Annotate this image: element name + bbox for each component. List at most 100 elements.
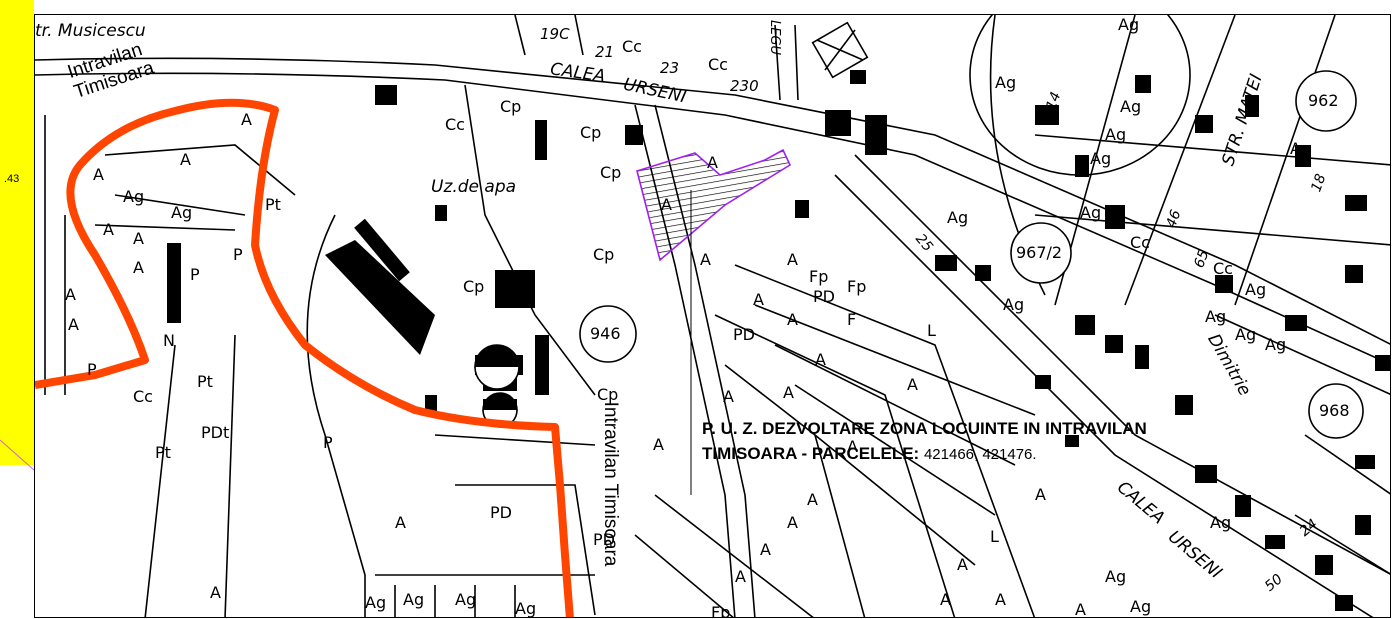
zone-code: A bbox=[133, 229, 144, 248]
zone-code: A bbox=[1075, 600, 1086, 618]
zone-code: A bbox=[93, 165, 104, 184]
zone-code: A bbox=[661, 195, 672, 214]
zone-code: Ag bbox=[1205, 307, 1227, 326]
project-parcel-numbers: 421466, 421476. bbox=[923, 446, 1037, 463]
zone-code: PD bbox=[733, 325, 755, 344]
zone-code: A bbox=[210, 583, 221, 602]
zone-code: Ag bbox=[403, 590, 425, 609]
label-uz-de-apa: Uz.de apa bbox=[431, 177, 517, 197]
zone-code: PD bbox=[490, 503, 512, 522]
street-musicescu: tr. Musicescu bbox=[35, 21, 146, 41]
zone-code: A bbox=[180, 150, 191, 169]
zone-code: A bbox=[815, 350, 826, 369]
map-drawing bbox=[35, 15, 1390, 617]
zone-code: PD bbox=[813, 287, 835, 306]
zone-code: Ag bbox=[1130, 597, 1152, 616]
zone-code: Ag bbox=[1105, 567, 1127, 586]
zone-code: Cp bbox=[593, 245, 615, 264]
zone-code: A bbox=[957, 555, 968, 574]
zone-code: A bbox=[241, 110, 252, 129]
zone-code: A bbox=[787, 310, 798, 329]
zone-code: Cc bbox=[708, 55, 728, 74]
parcel-968: 968 bbox=[1319, 401, 1350, 420]
zone-code: F bbox=[847, 310, 857, 329]
map-canvas[interactable]: Intravilan Timisoara Intravilan Timisoar… bbox=[34, 14, 1391, 618]
zone-code: Ag bbox=[1090, 149, 1112, 168]
zone-code: Cc bbox=[445, 115, 465, 134]
zone-code: Cp bbox=[597, 385, 619, 404]
parcel-946: 946 bbox=[590, 324, 621, 343]
zone-code: PD bbox=[593, 530, 615, 549]
zone-code: Ag bbox=[1290, 139, 1312, 158]
street-legu: LEGU bbox=[767, 19, 783, 56]
zone-code: Cp bbox=[580, 123, 602, 142]
sidebar-strip: .43 bbox=[0, 0, 34, 465]
zone-code: Pt bbox=[155, 443, 171, 462]
sidebar-diagonal bbox=[0, 440, 35, 471]
zone-code: Ag bbox=[123, 187, 145, 206]
zone-code: A bbox=[787, 513, 798, 532]
zone-code: Cc bbox=[1213, 259, 1233, 278]
house-number: 230 bbox=[730, 77, 759, 95]
project-title: P. U. Z. DEZVOLTARE ZONA LOCUINTE IN INT… bbox=[702, 419, 1147, 438]
zone-code: Ag bbox=[515, 599, 537, 618]
zone-code: N bbox=[163, 331, 175, 350]
zone-code: Ag bbox=[1118, 15, 1140, 34]
zone-code: A bbox=[700, 250, 711, 269]
zone-code: P bbox=[190, 265, 200, 284]
zone-code: L bbox=[927, 321, 936, 340]
zone-code: P bbox=[323, 433, 333, 452]
zone-code: A bbox=[1035, 485, 1046, 504]
zone-code: Ag bbox=[1210, 513, 1232, 532]
scale-value: .43 bbox=[4, 173, 20, 185]
parcel-962: 962 bbox=[1308, 91, 1339, 110]
zone-code: Cp bbox=[600, 163, 622, 182]
zone-code: P bbox=[87, 360, 97, 379]
zone-code: Fp bbox=[847, 277, 867, 296]
project-parcels-line: TIMISOARA - PARCELELE: 421466, 421476. bbox=[702, 441, 1147, 467]
zone-code: A bbox=[783, 383, 794, 402]
zone-code: A bbox=[68, 315, 79, 334]
zone-code: Ag bbox=[1080, 203, 1102, 222]
project-location: TIMISOARA - PARCELELE: bbox=[702, 444, 920, 463]
zone-code: A bbox=[995, 590, 1006, 609]
project-annotation: P. U. Z. DEZVOLTARE ZONA LOCUINTE IN INT… bbox=[702, 416, 1147, 467]
zone-code: A bbox=[760, 540, 771, 559]
zone-code: A bbox=[907, 375, 918, 394]
zone-code: Ag bbox=[455, 590, 477, 609]
zone-code: Fp bbox=[711, 603, 731, 618]
zone-code: Ag bbox=[1003, 295, 1025, 314]
zone-code: A bbox=[133, 258, 144, 277]
zone-code: A bbox=[787, 250, 798, 269]
zone-code: A bbox=[707, 153, 718, 172]
zone-code: Ag bbox=[995, 73, 1017, 92]
house-number: 21 bbox=[595, 43, 615, 61]
zone-code: Cc bbox=[1130, 233, 1150, 252]
zone-code: Pt bbox=[197, 372, 213, 391]
house-number: 23 bbox=[660, 59, 680, 77]
zone-code: Cc bbox=[622, 37, 642, 56]
zone-code: Cc bbox=[133, 387, 153, 406]
zone-code: Fp bbox=[809, 267, 829, 286]
zone-code: A bbox=[65, 285, 76, 304]
zone-code: A bbox=[807, 490, 818, 509]
zone-code: Ag bbox=[947, 208, 969, 227]
zone-code: A bbox=[735, 567, 746, 586]
zone-code: Ag bbox=[1105, 125, 1127, 144]
house-number: 19C bbox=[540, 25, 570, 43]
zone-code: A bbox=[940, 590, 951, 609]
zone-code: Cp bbox=[463, 277, 485, 296]
zone-code: A bbox=[847, 437, 858, 456]
zone-code: Ag bbox=[1245, 280, 1267, 299]
zone-code: P bbox=[233, 245, 243, 264]
zone-code: A bbox=[103, 220, 114, 239]
zone-code: Ag bbox=[1235, 325, 1257, 344]
zone-code: Ag bbox=[171, 203, 193, 222]
zone-code: Ag bbox=[1120, 97, 1142, 116]
parcel-967-2: 967/2 bbox=[1016, 243, 1063, 262]
zone-code: L bbox=[990, 527, 999, 546]
zone-code: A bbox=[753, 290, 764, 309]
zone-code: Ag bbox=[1265, 335, 1287, 354]
zone-code: A bbox=[723, 387, 734, 406]
zone-code: Cp bbox=[500, 97, 522, 116]
